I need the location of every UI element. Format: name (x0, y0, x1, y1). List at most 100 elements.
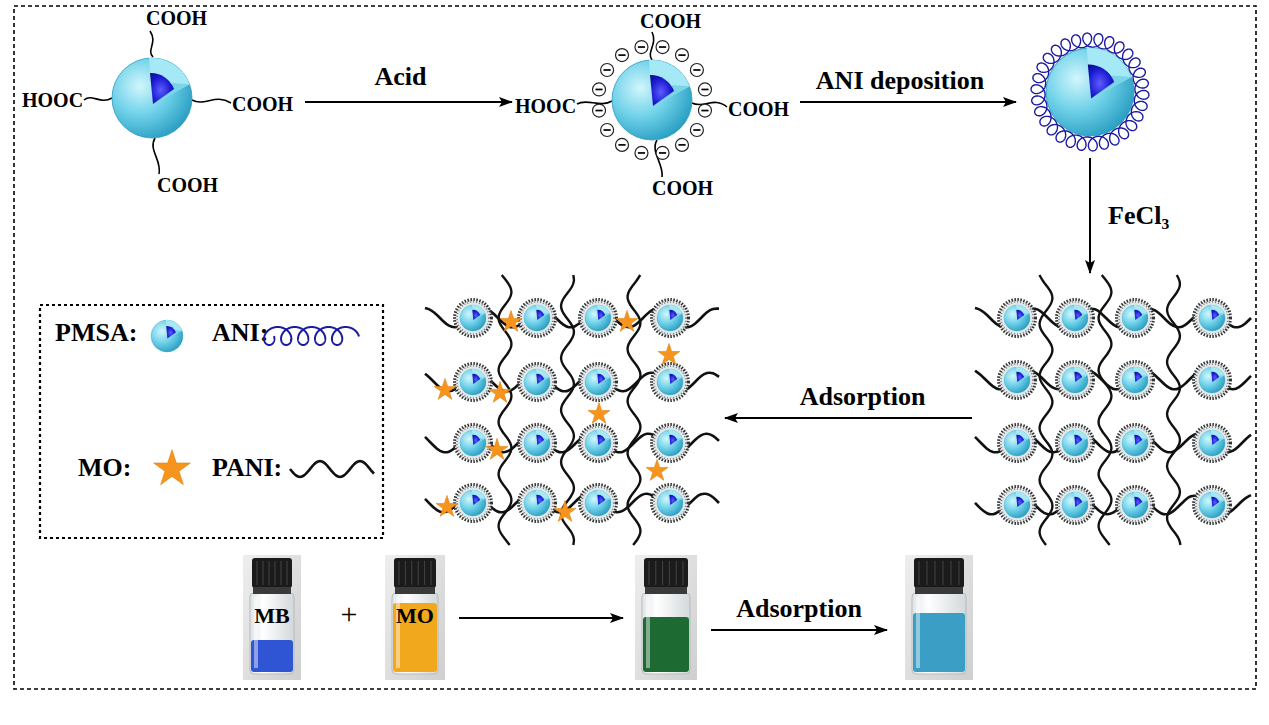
coated-sphere (519, 425, 556, 462)
coated-sphere (521, 302, 553, 334)
process-arrow (800, 101, 1016, 103)
coated-sphere (652, 364, 689, 401)
cap-rib (405, 561, 406, 585)
cap-rib (418, 561, 419, 585)
coated-sphere (580, 485, 617, 522)
coated-sphere (999, 425, 1036, 462)
pmsa-sphere (166, 326, 176, 338)
vial-cap (644, 558, 688, 588)
pmsa-sphere (585, 305, 611, 331)
pmsa-sphere (472, 435, 480, 445)
mo-molecule (154, 450, 191, 485)
negative-charge (676, 49, 689, 62)
pmsa-sphere (1199, 367, 1225, 393)
pmsa-sphere (669, 369, 682, 384)
pmsa-sphere (1211, 372, 1219, 382)
pmsa-sphere (472, 430, 485, 445)
pmsa-sphere (657, 490, 683, 516)
negative-charge (638, 46, 645, 48)
pmsa-sphere (1004, 492, 1030, 518)
negative-charge (656, 41, 669, 54)
process-arrow (711, 629, 887, 631)
negative-charge (593, 104, 606, 117)
legend-text: MO: (78, 453, 131, 482)
coated-sphere (1057, 362, 1094, 399)
pmsa-sphere (597, 490, 610, 505)
vial-glass (392, 593, 438, 674)
pmsa-sphere (657, 430, 683, 456)
negative-charge (656, 146, 669, 159)
process-arrow (305, 101, 512, 103)
negative-charge (676, 49, 689, 62)
pmsa-sphere (657, 490, 683, 516)
pmsa-sphere (669, 495, 677, 505)
pmsa-sphere (669, 430, 682, 445)
coated-sphere (652, 300, 689, 337)
pmsa-sphere (1122, 430, 1148, 456)
pmsa-sphere (1199, 492, 1225, 518)
pmsa-sphere (597, 495, 605, 505)
legend-swatch (148, 317, 186, 355)
photo-background (635, 555, 697, 680)
pmsa-sphere (1211, 367, 1224, 382)
cap-rib (399, 561, 400, 585)
pmsa-sphere (1199, 430, 1225, 456)
legend-swatch (290, 461, 374, 477)
coated-sphere (1119, 427, 1151, 459)
functional-group: HOOC (22, 90, 83, 110)
negative-charge (690, 124, 703, 137)
pmsa-sphere (472, 374, 480, 384)
ani-coil (1031, 33, 1149, 151)
pmsa-sphere (460, 305, 486, 331)
coated-sphere (580, 425, 617, 462)
coated-sphere (1117, 300, 1154, 337)
pmsa-sphere (151, 320, 183, 352)
negative-charge (698, 83, 711, 96)
vial-cap (252, 558, 292, 588)
pmsa-sphere (1122, 430, 1148, 456)
coated-sphere (1196, 364, 1228, 396)
pmsa-sphere (597, 374, 605, 384)
functional-group: COOH (728, 99, 789, 119)
ani-coated-sphere (1028, 30, 1152, 154)
legend-swatch (155, 452, 189, 486)
pani-chain (561, 275, 574, 545)
coated-sphere (654, 302, 686, 334)
coated-sphere (1059, 489, 1091, 521)
coated-sphere (1059, 364, 1091, 396)
vial-cap (394, 558, 436, 588)
pmsa-sphere (1016, 492, 1029, 507)
coated-sphere (1194, 487, 1231, 524)
pmsa-sphere (460, 430, 486, 456)
pmsa-sphere (1122, 305, 1148, 331)
pmsa-sphere (1211, 310, 1219, 320)
coated-sphere (652, 485, 689, 522)
legend-swatch (264, 327, 359, 345)
pmsa-sphere (649, 60, 690, 106)
negative-charge (604, 129, 611, 131)
negative-charge (659, 46, 666, 48)
cap-rib (424, 561, 425, 585)
negative-charge (693, 129, 700, 131)
pmsa-sphere (524, 430, 550, 456)
pani-chain (1039, 275, 1052, 545)
coated-sphere (580, 364, 617, 401)
cap-rib (411, 561, 412, 585)
pmsa-sphere (1074, 497, 1082, 507)
pmsa-sphere (1074, 492, 1087, 507)
vial-glass (912, 593, 966, 674)
coated-sphere (999, 300, 1036, 337)
vial-label: MB (254, 605, 289, 627)
cap-rib (683, 561, 684, 585)
carboxyl-bond (192, 99, 231, 103)
pmsa-sphere (536, 374, 544, 384)
pmsa-sphere (536, 369, 549, 384)
pmsa-sphere (1046, 48, 1134, 136)
functional-group: COOH (146, 8, 207, 28)
pmsa-sphere (1199, 367, 1225, 393)
coated-sphere (1119, 489, 1151, 521)
pmsa-sphere (1062, 367, 1088, 393)
functional-group: COOH (232, 94, 293, 114)
